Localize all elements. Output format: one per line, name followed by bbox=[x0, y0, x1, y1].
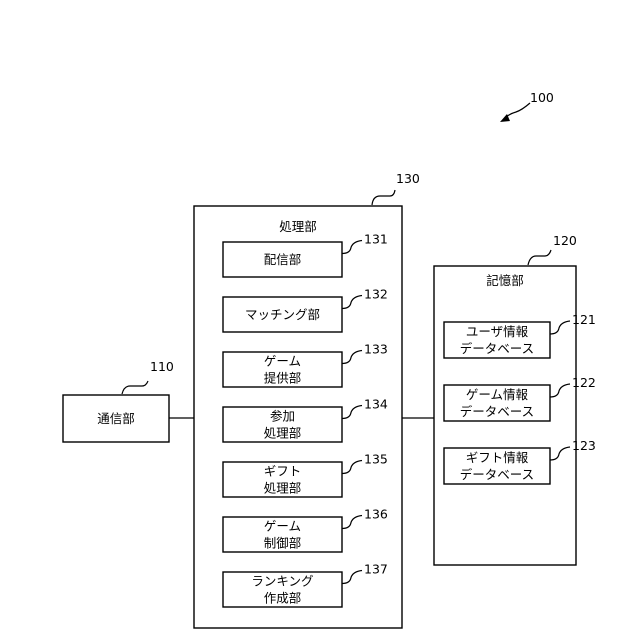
processing-sub-unit-ref-label: 131 bbox=[364, 232, 388, 247]
storage-ref-label: 120 bbox=[553, 233, 577, 248]
processing-sub-unit-label: 処理部 bbox=[264, 426, 302, 441]
storage-sub-unit-ref-label: 123 bbox=[572, 438, 596, 453]
processing-ref-label: 130 bbox=[396, 171, 420, 186]
processing-sub-unit-label: ゲーム bbox=[264, 519, 301, 534]
processing-ref-leader bbox=[372, 190, 395, 205]
communication-unit-label: 通信部 bbox=[97, 411, 135, 426]
system-ref-arrow-line bbox=[505, 103, 530, 118]
communication-ref-label: 110 bbox=[150, 359, 174, 374]
processing-sub-unit-label: 処理部 bbox=[264, 481, 302, 496]
processing-sub-unit-label: マッチング部 bbox=[245, 307, 320, 322]
processing-sub-unit-ref-label: 135 bbox=[364, 452, 388, 467]
processing-sub-unit-ref-label: 137 bbox=[364, 562, 388, 577]
storage-sub-unit-ref-label: 121 bbox=[572, 312, 596, 327]
processing-sub-unit-label: 配信部 bbox=[264, 252, 302, 267]
storage-sub-unit-label: ゲーム情報 bbox=[466, 387, 529, 402]
communication-ref-leader bbox=[122, 381, 148, 394]
storage-sub-unit-label: データベース bbox=[460, 341, 534, 356]
processing-unit-label: 処理部 bbox=[279, 219, 317, 234]
processing-sub-unit-ref-label: 133 bbox=[364, 342, 388, 357]
processing-sub-unit-label: ギフト bbox=[264, 464, 302, 479]
processing-sub-unit-label: 提供部 bbox=[264, 371, 302, 386]
processing-sub-unit-ref-label: 134 bbox=[364, 397, 388, 412]
storage-sub-unit-ref-label: 122 bbox=[572, 375, 596, 390]
storage-sub-unit-label: ギフト情報 bbox=[466, 450, 529, 465]
processing-sub-unit-label: 参加 bbox=[270, 409, 295, 424]
processing-sub-unit-label: ランキング bbox=[251, 574, 313, 589]
system-ref-label: 100 bbox=[530, 90, 554, 105]
processing-sub-unit-ref-label: 136 bbox=[364, 507, 388, 522]
storage-sub-unit-label: データベース bbox=[460, 404, 534, 419]
processing-sub-unit-label: ゲーム bbox=[264, 354, 301, 369]
storage-unit-label: 記憶部 bbox=[486, 273, 524, 288]
storage-ref-leader bbox=[528, 250, 551, 265]
processing-sub-unit-ref-label: 132 bbox=[364, 287, 388, 302]
processing-sub-unit-label: 作成部 bbox=[264, 591, 302, 606]
storage-sub-unit-label: ユーザ情報 bbox=[466, 324, 529, 339]
processing-sub-unit-label: 制御部 bbox=[264, 536, 302, 551]
storage-sub-unit-label: データベース bbox=[460, 467, 534, 482]
